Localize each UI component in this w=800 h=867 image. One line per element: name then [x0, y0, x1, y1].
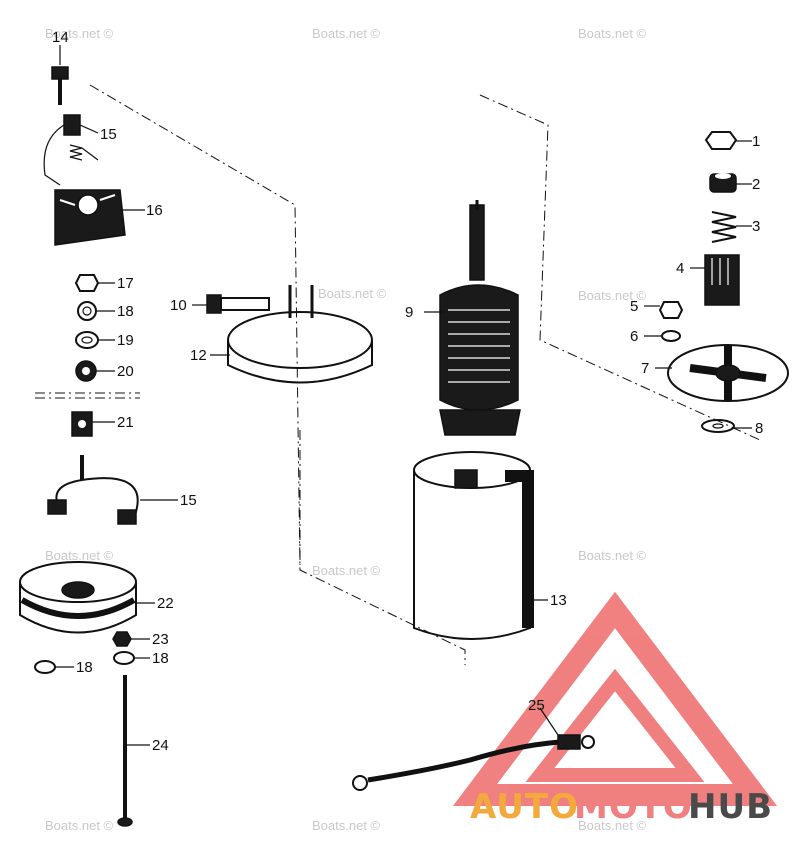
callout-14: 14	[52, 29, 69, 46]
part-23-nut	[112, 631, 132, 647]
part-5-nut	[658, 301, 684, 319]
callout-18-right: 18	[152, 650, 169, 667]
part-1-nut	[704, 131, 738, 150]
callout-18-left: 18	[76, 659, 93, 676]
part-3-spring	[711, 211, 737, 243]
part-18-washer-right	[113, 651, 135, 665]
brand-part-hub: HUB	[688, 787, 773, 827]
callout-labels: 1 2 3 4 5 6 7 8 9 10 12 13 14 15 16 17 1…	[52, 29, 763, 754]
callout-7: 7	[641, 360, 649, 377]
callout-6: 6	[630, 328, 638, 345]
part-13-housing	[413, 451, 534, 640]
part-25-cable	[352, 734, 595, 791]
callout-9: 9	[405, 304, 413, 321]
brand-part-auto: AUTO	[470, 787, 579, 827]
callout-5: 5	[630, 298, 638, 315]
part-14-bolt	[51, 66, 69, 105]
brand-part-moto: MOTO	[574, 787, 693, 827]
watermark: Boats.net ©	[45, 548, 114, 563]
callout-23: 23	[152, 631, 169, 648]
callout-4: 4	[676, 260, 684, 277]
callout-1: 1	[752, 133, 760, 150]
watermark: Boats.net ©	[578, 288, 647, 303]
part-15-brush-spring	[43, 114, 83, 186]
callout-15: 15	[100, 126, 117, 143]
watermarks: Boats.net © Boats.net © Boats.net © Boat…	[45, 26, 647, 833]
part-7-end-plate	[667, 344, 789, 402]
callout-22: 22	[157, 595, 174, 612]
watermark: Boats.net ©	[318, 286, 387, 301]
part-22-end-cap	[19, 561, 137, 634]
assembly-lines	[89, 84, 761, 665]
logo-triangle-icon	[452, 591, 778, 806]
watermark: Boats.net ©	[312, 818, 381, 833]
part-12-band	[227, 285, 373, 384]
callout-10: 10	[170, 297, 187, 314]
watermark: Boats.net ©	[578, 548, 647, 563]
part-4-drive-gear	[704, 254, 740, 306]
callout-24: 24	[152, 737, 169, 754]
watermark: Boats.net ©	[578, 818, 647, 833]
part-6-washer	[661, 330, 681, 342]
callout-12: 12	[190, 347, 207, 364]
callout-2: 2	[752, 176, 760, 193]
part-15-brush-leads	[47, 455, 139, 525]
brand-wordmark: AUTO MOTO HUB	[470, 787, 773, 827]
part-19-washer	[75, 331, 99, 349]
part-17-nut	[74, 274, 100, 292]
part-2-spacer	[709, 173, 737, 193]
callout-21: 21	[117, 414, 134, 431]
part-24-through-bolt	[117, 675, 133, 827]
brand-logo	[452, 591, 778, 806]
callout-15-lower: 15	[180, 492, 197, 509]
callout-13: 13	[550, 592, 567, 609]
callout-18: 18	[117, 303, 134, 320]
part-21-terminal	[71, 411, 93, 437]
part-8-washer	[701, 419, 735, 433]
callout-19: 19	[117, 332, 134, 349]
watermark: Boats.net ©	[45, 26, 114, 41]
watermark: Boats.net ©	[312, 26, 381, 41]
watermark: Boats.net ©	[312, 563, 381, 578]
part-16-brush-holder	[54, 189, 126, 246]
callout-16: 16	[146, 202, 163, 219]
break-line	[35, 392, 140, 399]
logo-inner-triangle-icon	[525, 668, 705, 782]
callout-25: 25	[528, 697, 545, 714]
callout-20: 20	[117, 363, 134, 380]
part-10-bolt	[206, 294, 270, 314]
callout-3: 3	[752, 218, 760, 235]
watermark: Boats.net ©	[45, 818, 114, 833]
part-9-armature	[439, 200, 521, 436]
leader-lines	[55, 45, 752, 746]
part-20-nut	[75, 360, 97, 382]
part-18-washer	[77, 301, 97, 321]
watermark: Boats.net ©	[578, 26, 647, 41]
part-18-washer-left	[34, 660, 56, 674]
callout-17: 17	[117, 275, 134, 292]
callout-8: 8	[755, 420, 763, 437]
